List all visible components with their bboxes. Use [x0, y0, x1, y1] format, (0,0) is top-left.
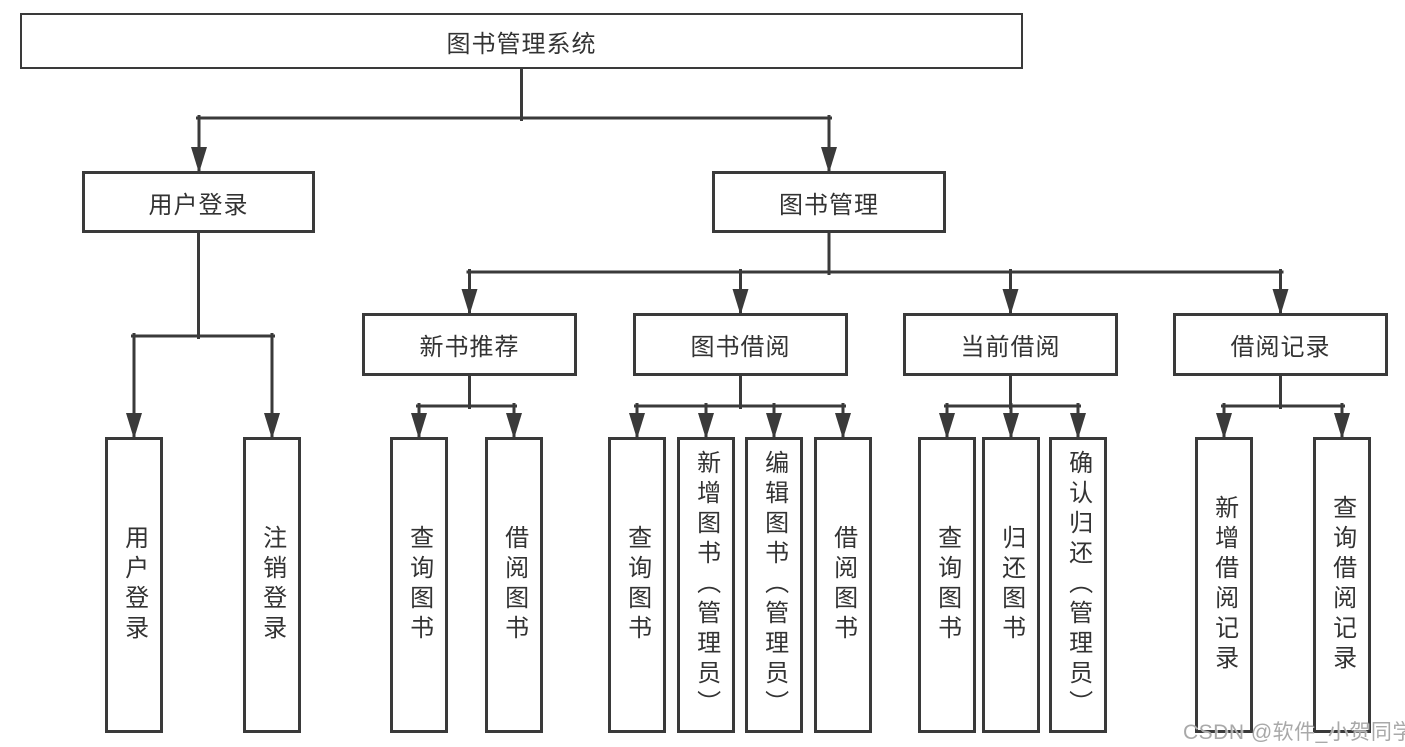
leaf-return-books: 归还图书	[982, 437, 1040, 733]
node-book-borrowing: 图书借阅	[633, 313, 848, 376]
node-book-management-label: 图书管理	[779, 191, 879, 219]
csdn-watermark: CSDN @软件_小贺同学	[1183, 721, 1405, 744]
leaf-newbook-borrow-books: 借阅图书	[485, 437, 543, 733]
leaf-add-borrow-record-label: 新增借阅记录	[1210, 495, 1238, 675]
leaf-query-borrow-record-label: 查询借阅记录	[1328, 495, 1356, 675]
leaf-borrowing-query-books: 查询图书	[608, 437, 666, 733]
leaf-add-books-admin-label: 新增图书（管理员）	[692, 450, 720, 720]
connector-user-login-children	[126, 231, 280, 439]
node-system-root: 图书管理系统	[20, 13, 1023, 69]
leaf-newbook-query-books-label: 查询图书	[405, 525, 433, 645]
leaf-logout-label: 注销登录	[258, 525, 286, 645]
connector-book-borrow-children	[629, 374, 851, 439]
leaf-newbook-borrow-books-label: 借阅图书	[500, 525, 528, 645]
node-user-login: 用户登录	[82, 171, 315, 233]
connector-root-to-level2	[191, 67, 837, 173]
leaf-borrow-books: 借阅图书	[814, 437, 872, 733]
node-current-borrowing-label: 当前借阅	[960, 334, 1061, 361]
connector-new-book-children	[411, 374, 522, 439]
leaf-edit-books-admin-label: 编辑图书（管理员）	[760, 450, 788, 720]
leaf-borrow-books-label: 借阅图书	[829, 525, 857, 645]
node-book-borrowing-label: 图书借阅	[690, 334, 791, 361]
node-borrowing-records-label: 借阅记录	[1230, 334, 1331, 361]
node-borrowing-records: 借阅记录	[1173, 313, 1388, 376]
leaf-confirm-return-admin-label: 确认归还（管理员）	[1064, 450, 1092, 720]
connector-book-mgmt-children	[461, 231, 1289, 315]
node-user-login-label: 用户登录	[148, 191, 249, 219]
leaf-current-query-books-label: 查询图书	[933, 525, 961, 645]
node-current-borrowing: 当前借阅	[903, 313, 1118, 376]
node-system-root-label: 图书管理系统	[446, 30, 597, 58]
leaf-add-borrow-record: 新增借阅记录	[1195, 437, 1253, 733]
leaf-edit-books-admin: 编辑图书（管理员）	[745, 437, 803, 733]
leaf-return-books-label: 归还图书	[997, 525, 1025, 645]
node-new-book-recommend-label: 新书推荐	[419, 334, 520, 361]
leaf-logout: 注销登录	[243, 437, 301, 733]
connector-borrow-records-children	[1216, 374, 1350, 439]
leaf-add-books-admin: 新增图书（管理员）	[677, 437, 735, 733]
leaf-query-borrow-record: 查询借阅记录	[1313, 437, 1371, 733]
leaf-current-query-books: 查询图书	[918, 437, 976, 733]
connector-current-borrow-children	[939, 374, 1086, 439]
leaf-borrowing-query-books-label: 查询图书	[623, 525, 651, 645]
node-book-management: 图书管理	[712, 171, 946, 233]
leaf-newbook-query-books: 查询图书	[390, 437, 448, 733]
leaf-user-login: 用户登录	[105, 437, 163, 733]
node-new-book-recommend: 新书推荐	[362, 313, 577, 376]
leaf-user-login-label: 用户登录	[120, 525, 148, 645]
leaf-confirm-return-admin: 确认归还（管理员）	[1049, 437, 1107, 733]
